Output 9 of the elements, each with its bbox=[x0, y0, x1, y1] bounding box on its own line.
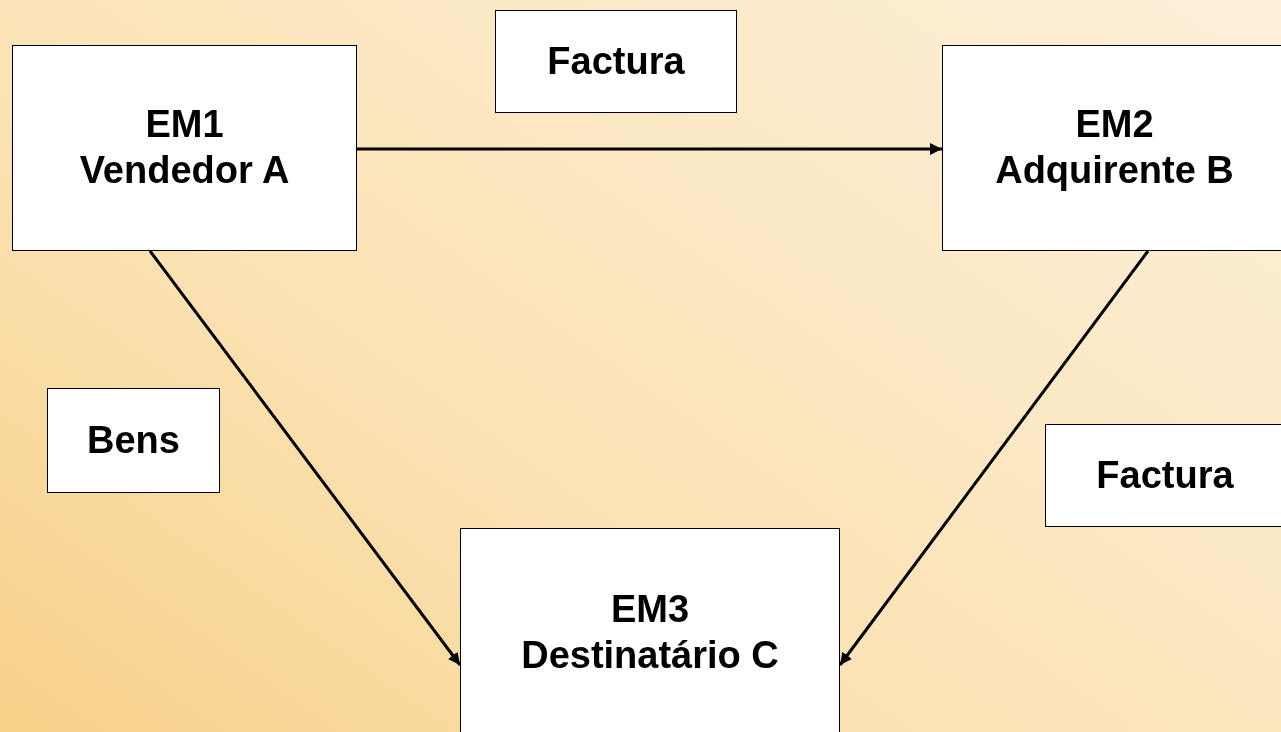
label-box: Bens bbox=[47, 388, 220, 493]
entity-box: EM1 Vendedor A bbox=[12, 45, 357, 251]
arrow bbox=[838, 250, 1150, 666]
entity-box: EM2 Adquirente B bbox=[942, 45, 1281, 251]
entity-box: EM3 Destinatário C bbox=[460, 528, 840, 732]
arrow bbox=[357, 143, 942, 155]
label-box: Factura bbox=[1045, 424, 1281, 527]
arrow bbox=[148, 250, 462, 666]
label-box: Factura bbox=[495, 10, 737, 113]
